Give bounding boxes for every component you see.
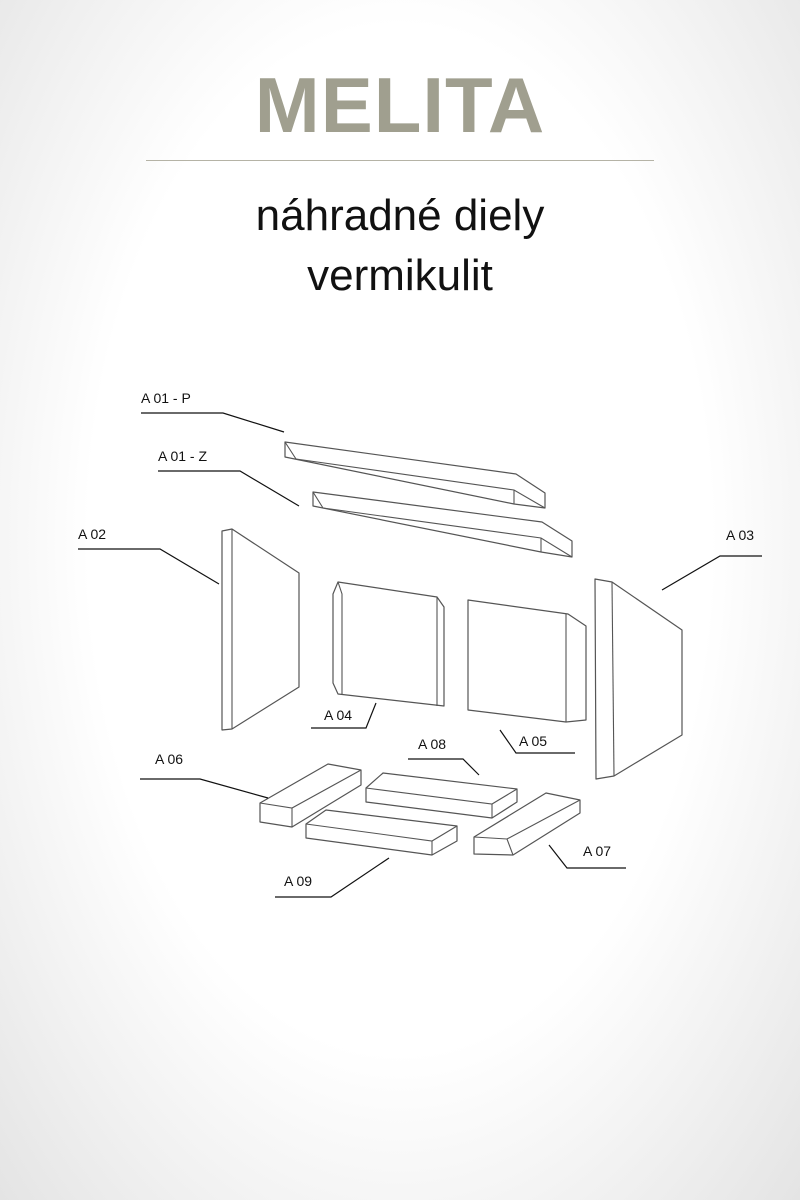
leader-a01z xyxy=(158,470,300,507)
label-a01z: A 01 - Z xyxy=(158,448,207,464)
part-a06-shape xyxy=(259,763,362,828)
part-a09-shape xyxy=(305,809,458,856)
part-a01p-shape xyxy=(284,441,546,509)
label-a04: A 04 xyxy=(324,707,352,723)
leader-a01p xyxy=(141,412,285,433)
part-a05-shape xyxy=(467,599,587,723)
part-a01z-shape xyxy=(312,491,573,558)
subtitle-material: vermikulit xyxy=(307,251,493,300)
leader-a02 xyxy=(78,548,220,585)
label-a03: A 03 xyxy=(726,527,754,543)
label-a05: A 05 xyxy=(519,733,547,749)
leader-a06 xyxy=(140,778,269,799)
part-a03-shape xyxy=(594,578,683,780)
part-a02-shape xyxy=(221,528,300,731)
label-a07: A 07 xyxy=(583,843,611,859)
label-a06: A 06 xyxy=(155,751,183,767)
label-a09: A 09 xyxy=(284,873,312,889)
part-a04-shape xyxy=(332,581,445,707)
label-a08: A 08 xyxy=(418,736,446,752)
title-divider xyxy=(146,160,654,161)
part-a07-shape xyxy=(473,792,581,856)
part-a08-shape xyxy=(365,772,518,819)
leader-a04 xyxy=(311,702,377,729)
subtitle-spare-parts: náhradné diely xyxy=(255,191,545,240)
leader-a09 xyxy=(275,857,390,898)
leader-a03 xyxy=(661,555,762,591)
leader-a07 xyxy=(548,844,626,869)
leader-a05 xyxy=(499,729,575,754)
brand-title: MELITA xyxy=(254,61,546,149)
label-a01p: A 01 - P xyxy=(141,390,191,406)
label-a02: A 02 xyxy=(78,526,106,542)
leader-a08 xyxy=(408,758,480,776)
